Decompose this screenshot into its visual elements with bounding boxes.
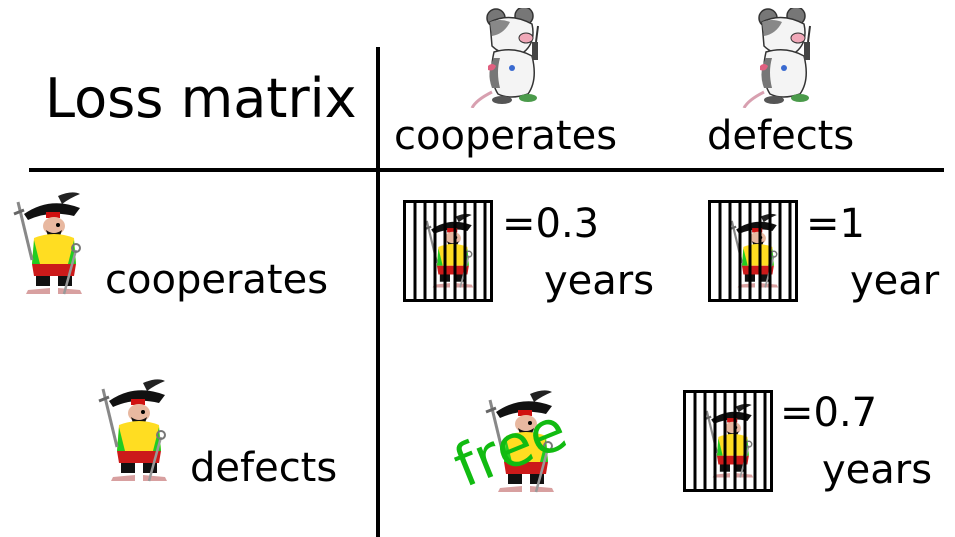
col-header-defects: defects — [707, 113, 855, 159]
row-header-cooperates: cooperates — [105, 257, 329, 303]
cell-dd-value: =0.7 — [780, 390, 878, 436]
pirate-icon — [95, 377, 175, 487]
cell-cc-unit: years — [544, 258, 655, 304]
jail-cell-icon — [708, 200, 798, 302]
cell-cd-value: =1 — [806, 201, 865, 247]
pirate-icon — [10, 190, 90, 300]
cell-cd-unit: year — [850, 258, 940, 304]
row-header-defects: defects — [190, 445, 338, 491]
horizontal-divider — [29, 168, 944, 172]
col-header-cooperates: cooperates — [394, 113, 618, 159]
mouse-icon — [470, 8, 560, 108]
jail-cell-icon — [683, 390, 773, 492]
cell-cc-value: =0.3 — [502, 201, 600, 247]
cell-dd-unit: years — [822, 447, 933, 493]
vertical-divider — [376, 47, 380, 537]
mouse-icon — [742, 8, 832, 108]
matrix-title: Loss matrix — [45, 67, 357, 130]
jail-cell-icon — [403, 200, 493, 302]
